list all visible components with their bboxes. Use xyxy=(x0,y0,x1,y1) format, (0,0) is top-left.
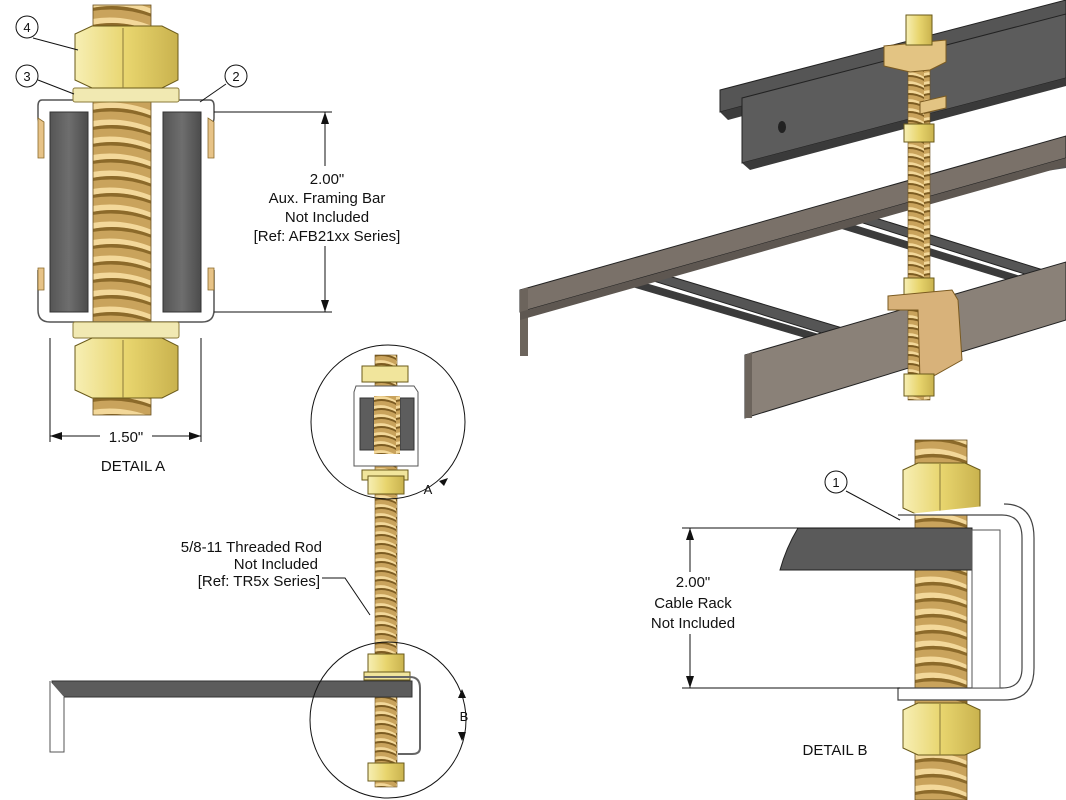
balloon-3-label: 3 xyxy=(23,69,30,84)
nut-bottom xyxy=(74,337,179,399)
j-bracket xyxy=(364,676,421,755)
detail-a-note-line1: Aux. Framing Bar xyxy=(269,190,386,207)
isometric-view xyxy=(519,0,1066,419)
detail-b-note-line2: Not Included xyxy=(651,615,735,632)
clamp-tip-bl xyxy=(37,267,45,291)
balloon-4 xyxy=(15,15,39,39)
washer-bottom xyxy=(72,321,180,339)
detail-a-title: DETAIL A xyxy=(101,458,165,475)
clamp-tip-tr xyxy=(207,117,215,159)
iso-nut-top xyxy=(905,14,933,46)
iso-top-clip xyxy=(883,39,947,73)
detail-b-title: DETAIL B xyxy=(802,742,867,759)
detail-a: 2.00" Aux. Framing Bar Not Included [Ref… xyxy=(15,4,416,475)
detail-b-nut-bottom xyxy=(902,702,981,756)
iso-framing-bar-front xyxy=(741,13,1066,164)
detail-b-callout-circle xyxy=(309,641,467,799)
detail-a-width-dim: 1.50" xyxy=(109,429,144,446)
small-nut-1 xyxy=(367,475,405,495)
balloon-2 xyxy=(224,64,248,88)
balloon-3 xyxy=(15,64,39,88)
framing-bar-right xyxy=(162,111,202,313)
detail-a-note-line2: Not Included xyxy=(285,209,369,226)
framing-bar-left xyxy=(49,111,89,313)
nut-top xyxy=(74,25,179,89)
iso-nut-mid xyxy=(903,123,935,143)
rod-note-line3: [Ref: TR5x Series] xyxy=(198,573,320,590)
detail-b: 2.00" Cable Rack Not Included DETAIL B 1 xyxy=(640,439,1035,800)
detail-a-height-dim: 2.00" xyxy=(310,171,345,188)
clamp-tip-br xyxy=(207,267,215,291)
small-nut-2 xyxy=(367,653,405,673)
small-nut-3 xyxy=(367,762,405,782)
clamp-tip-tl xyxy=(37,117,45,159)
detail-b-nut-top xyxy=(902,462,981,516)
washer-top xyxy=(72,87,180,103)
detail-b-rack-bar xyxy=(779,527,973,571)
balloon-4-label: 4 xyxy=(23,20,30,35)
rod-note-line1: 5/8-11 Threaded Rod xyxy=(181,539,322,556)
balloon-2-label: 2 xyxy=(232,69,239,84)
callout-a: A xyxy=(424,482,433,497)
rod-note-line2: Not Included xyxy=(234,556,318,573)
detail-b-note-line1: Cable Rack xyxy=(654,595,732,612)
balloon-1-label: 1 xyxy=(832,475,839,490)
iso-nut-bottom xyxy=(903,373,935,397)
side-assembly: A B 5/8-11 Threaded Rod Not Included [Re… xyxy=(49,344,469,799)
detail-b-height-dim: 2.00" xyxy=(676,574,711,591)
callout-b: B xyxy=(460,709,469,724)
detail-a-note-line3: [Ref: AFB21xx Series] xyxy=(254,228,401,245)
balloon-1 xyxy=(824,470,848,494)
cable-rack-rail xyxy=(51,680,413,698)
detail-a-callout-circle xyxy=(310,344,466,500)
